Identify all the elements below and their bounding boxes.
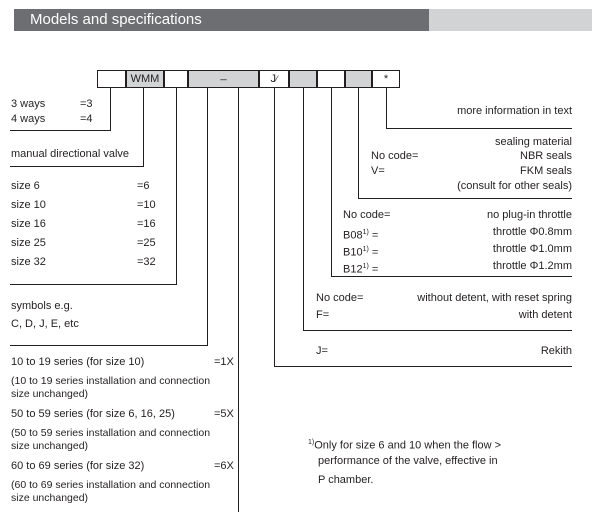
size-label: size 32: [11, 256, 46, 268]
series-5x-note-cont: size unchanged): [11, 440, 89, 452]
symbols-examples: C, D, J, E, etc: [11, 318, 79, 330]
connector-size: [176, 88, 177, 284]
title-banner: [14, 9, 429, 31]
code-box-throttle: [317, 70, 345, 88]
seals-v: V=: [371, 165, 385, 177]
series-1x-note-cont: size unchanged): [11, 388, 89, 400]
page-title: Models and specifications: [30, 11, 202, 28]
connector-type: [143, 88, 144, 166]
throttle-nocode: No code=: [343, 209, 391, 221]
code-separator: _: [220, 69, 227, 81]
series-5x-note: (50 to 59 series installation and connec…: [11, 427, 211, 439]
throttle-b12-value: throttle Φ1.2mm: [492, 260, 572, 272]
size-value: =6: [137, 180, 150, 192]
size-label: size 6: [11, 180, 40, 192]
size-label: size 25: [11, 237, 46, 249]
code-box-rekith: J⁄: [259, 70, 289, 88]
size-value: =10: [137, 199, 156, 211]
throttle-b10-value: throttle Φ1.0mm: [492, 243, 572, 255]
code-box-size: [164, 70, 188, 88]
footnote-line-3: P chamber.: [318, 474, 374, 486]
rule-size: [10, 284, 177, 285]
connector-ways: [110, 88, 111, 130]
throttle-b10: B101) =: [343, 246, 379, 259]
code-box-symbol-series: _: [188, 69, 259, 88]
connector-rekith: [274, 88, 275, 366]
connector-throttle: [331, 88, 332, 276]
series-1x-label: 10 to 19 series (for size 10): [11, 356, 145, 368]
ways-4-label: 4 ways: [11, 113, 46, 125]
series-6x-value: =6X: [214, 460, 234, 472]
series-5x-value: =5X: [214, 408, 234, 420]
rekith-value: Rekith: [540, 345, 572, 357]
detent-nocode: No code=: [316, 292, 364, 304]
detent-nocode-value: without detent, with reset spring: [417, 292, 572, 304]
code-mark: ⁄: [275, 74, 278, 84]
code-box-info: *: [372, 70, 400, 88]
rule-detent: [303, 330, 572, 331]
series-6x-note: (60 to 69 series installation and connec…: [11, 479, 211, 491]
connector-detent: [303, 88, 304, 330]
size-value: =16: [137, 218, 156, 230]
series-6x-label: 60 to 69 series (for size 32): [11, 460, 145, 472]
title-banner-extension: [429, 9, 592, 31]
ways-3-label: 3 ways: [11, 98, 46, 110]
connector-info: [386, 88, 387, 128]
connector-seals: [358, 88, 359, 198]
size-label: size 16: [11, 218, 46, 230]
size-value: =25: [137, 237, 156, 249]
rule-type: [10, 166, 144, 167]
rule-symbol: [10, 345, 208, 346]
detent-f-value: with detent: [518, 309, 572, 321]
connector-series: [238, 88, 239, 512]
seals-nbr: NBR seals: [520, 150, 572, 162]
seals-nocode: No code=: [371, 150, 419, 162]
code-letter-j: J: [270, 73, 276, 85]
throttle-b08: B081) =: [343, 229, 379, 242]
symbols-label: symbols e.g.: [11, 300, 73, 312]
series-1x-note: (10 to 19 series installation and connec…: [11, 375, 211, 387]
size-value: =32: [137, 256, 156, 268]
code-box-detent: [289, 70, 317, 88]
series-5x-label: 50 to 59 series (for size 6, 16, 25): [11, 408, 175, 420]
rule-rekith: [274, 366, 572, 367]
throttle-none: no plug-in throttle: [487, 209, 572, 221]
seals-title: sealing material: [494, 136, 572, 148]
code-box-seals: [345, 70, 372, 88]
ways-3-value: =3: [80, 98, 93, 110]
size-label: size 10: [11, 199, 46, 211]
seals-fkm: FKM seals: [520, 165, 572, 177]
series-1x-value: =1X: [214, 356, 234, 368]
valve-type-label: manual directional valve: [11, 148, 130, 160]
footnote-line-2: performance of the valve, effective in: [318, 455, 498, 467]
more-info-label: more information in text: [457, 105, 572, 117]
series-6x-note-cont: size unchanged): [11, 492, 89, 504]
code-box-type: WMM: [126, 70, 164, 88]
rekith-code: J=: [316, 345, 328, 357]
detent-f: F=: [316, 309, 330, 321]
rule-info: [386, 128, 572, 129]
code-box-ways: [97, 70, 126, 88]
seals-consult: (consult for other seals): [457, 180, 572, 192]
throttle-b08-value: throttle Φ0.8mm: [492, 226, 572, 238]
rule-seals: [358, 198, 572, 199]
ways-4-value: =4: [80, 113, 93, 125]
footnote-line-1: 1)Only for size 6 and 10 when the flow >: [308, 439, 502, 452]
rule-ways: [10, 130, 111, 131]
connector-symbol: [207, 88, 208, 345]
rule-throttle: [331, 276, 572, 277]
throttle-b12: B121) =: [343, 263, 379, 276]
